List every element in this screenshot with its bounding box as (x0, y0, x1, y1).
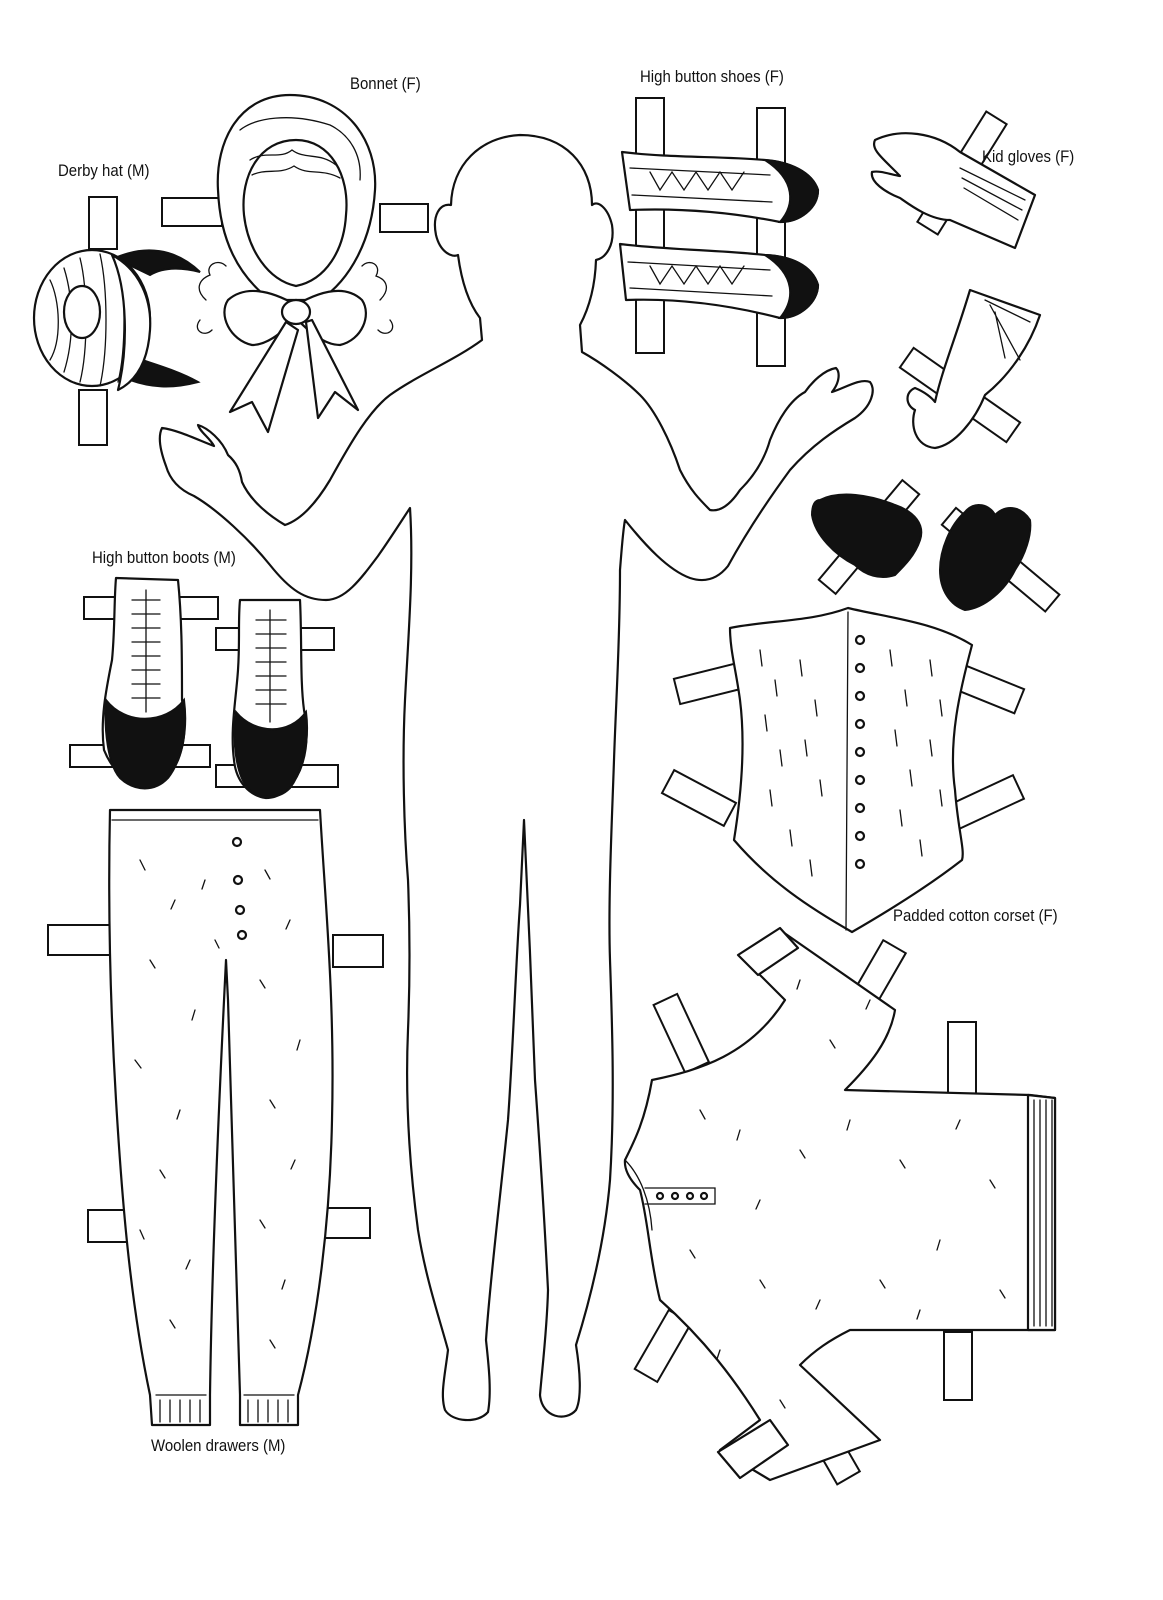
dark-mittens (810, 478, 1061, 613)
label-derby-hat: Derby hat (M) (58, 161, 150, 180)
high-button-shoes (618, 97, 820, 367)
label-bonnet: Bonnet (F) (350, 74, 421, 93)
label-woolen-drawers: Woolen drawers (M) (151, 1436, 286, 1455)
label-high-button-boots: High button boots (M) (92, 548, 236, 567)
label-kid-gloves: Kid gloves (F) (982, 147, 1075, 166)
derby-hat (32, 196, 201, 446)
label-padded-cotton-corset: Padded cotton corset (F) (893, 906, 1058, 925)
union-suit (623, 926, 1057, 1486)
doll-silhouette (158, 133, 874, 1422)
bonnet (161, 93, 429, 434)
high-button-boots (69, 576, 339, 800)
corset-buttons (854, 634, 866, 870)
label-high-button-shoes: High button shoes (F) (640, 67, 784, 86)
padded-cotton-corset (660, 606, 1026, 934)
woolen-drawers (47, 808, 384, 1427)
kid-gloves-white (870, 110, 1042, 450)
